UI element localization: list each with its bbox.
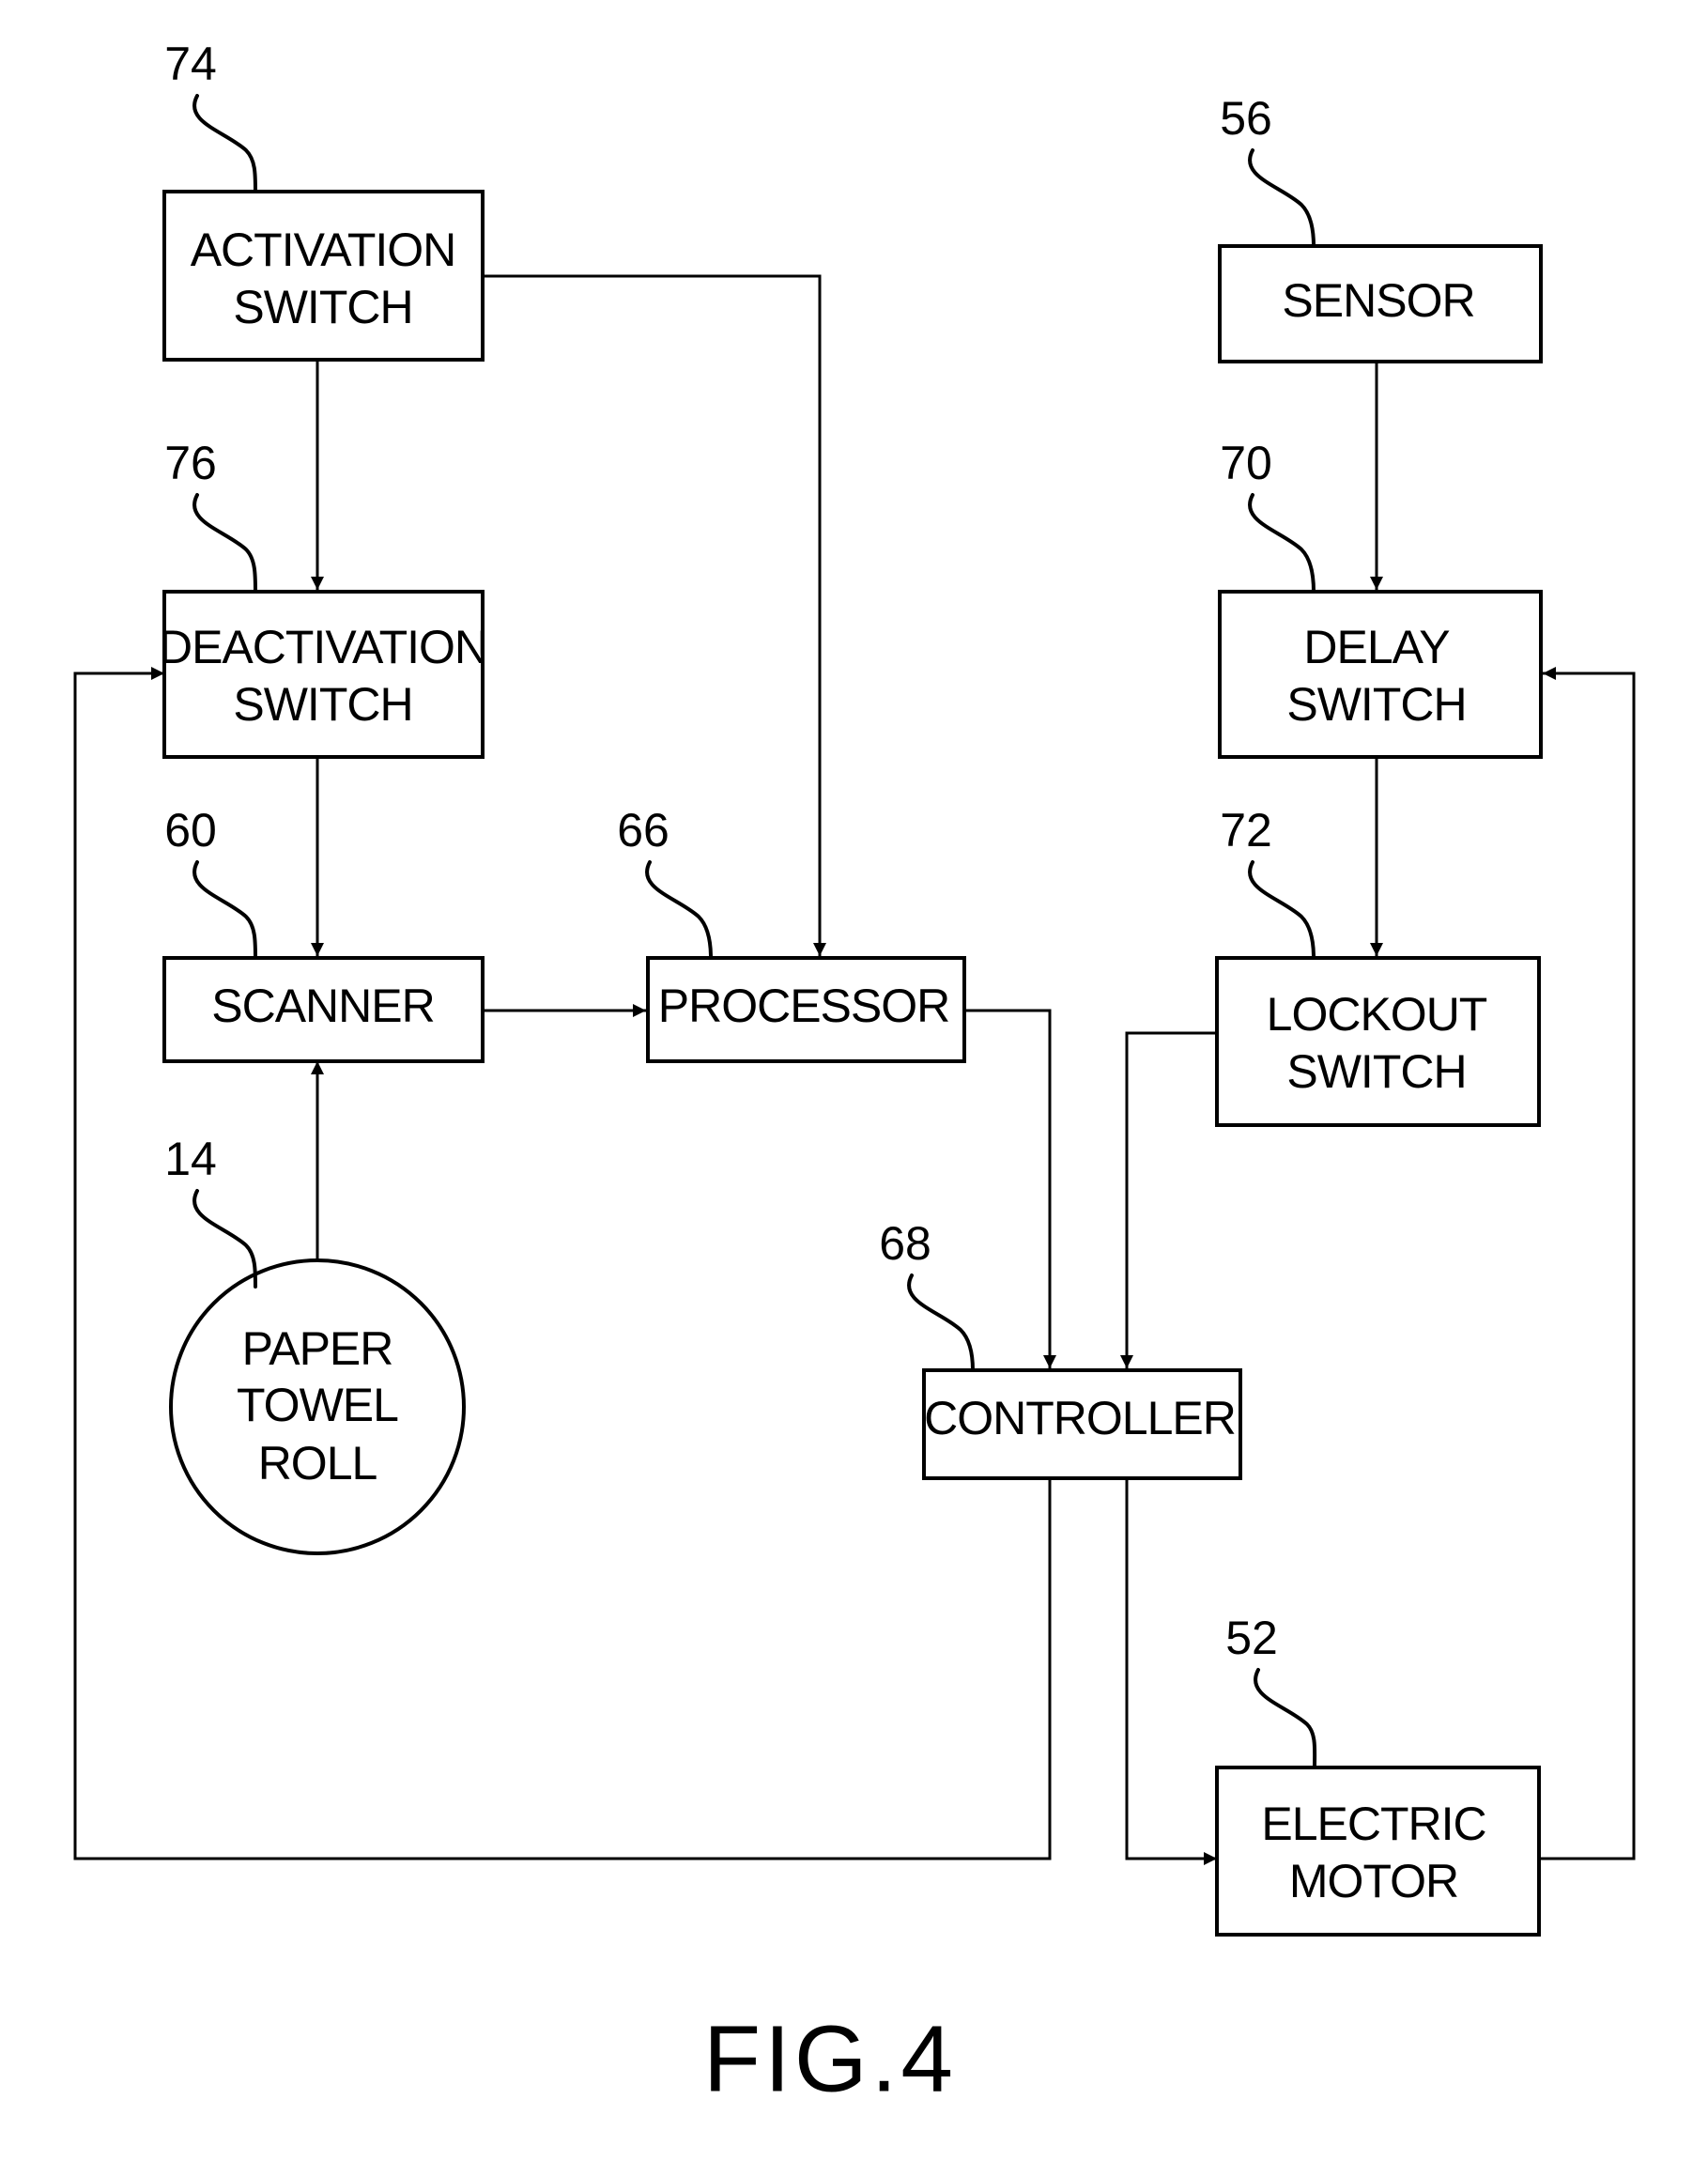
deactivation-switch-block: DEACTIVATION SWITCH bbox=[159, 592, 487, 757]
delay-switch-block: DELAY SWITCH bbox=[1220, 592, 1541, 757]
lockout-switch-label-line2: SWITCH bbox=[1286, 1045, 1466, 1098]
controller-block: CONTROLLER bbox=[924, 1370, 1240, 1478]
ref-numeral-deactivation-switch: 76 bbox=[164, 437, 217, 489]
paper-towel-roll-label-line1: PAPER bbox=[242, 1322, 393, 1375]
leader-paper-towel-roll bbox=[194, 1191, 255, 1287]
leader-sensor bbox=[1250, 150, 1314, 246]
lockout-switch-label-line1: LOCKOUT bbox=[1267, 988, 1487, 1041]
electric-motor-label-line2: MOTOR bbox=[1289, 1855, 1458, 1907]
ref-numeral-activation-switch: 74 bbox=[164, 38, 217, 90]
wire-lockout-to-controller bbox=[1127, 1033, 1217, 1368]
ref-numeral-controller: 68 bbox=[879, 1217, 931, 1270]
leader-activation-switch bbox=[194, 96, 255, 192]
wire-processor-to-controller bbox=[964, 1011, 1050, 1368]
ref-numeral-processor: 66 bbox=[617, 804, 669, 857]
sensor-block: SENSOR bbox=[1220, 246, 1541, 362]
controller-label: CONTROLLER bbox=[924, 1392, 1236, 1444]
paper-towel-roll-label-line2: TOWEL bbox=[237, 1379, 398, 1431]
figure-label: FIG.4 bbox=[703, 2006, 957, 2111]
electric-motor-block: ELECTRIC MOTOR bbox=[1217, 1767, 1539, 1935]
ref-numeral-paper-towel-roll: 14 bbox=[164, 1133, 217, 1185]
scanner-block: SCANNER bbox=[164, 958, 483, 1061]
delay-switch-label-line2: SWITCH bbox=[1286, 678, 1466, 731]
leader-processor bbox=[647, 862, 711, 958]
leader-controller bbox=[909, 1275, 973, 1370]
paper-towel-roll-label-line3: ROLL bbox=[258, 1437, 377, 1490]
activation-switch-label-line2: SWITCH bbox=[233, 281, 412, 333]
delay-switch-label-line1: DELAY bbox=[1303, 621, 1450, 673]
deactivation-switch-label-line2: SWITCH bbox=[233, 678, 412, 731]
paper-towel-roll-block: PAPER TOWEL ROLL bbox=[171, 1260, 464, 1553]
ref-numeral-electric-motor: 52 bbox=[1225, 1612, 1278, 1664]
processor-block: PROCESSOR bbox=[648, 958, 964, 1061]
ref-numeral-lockout-switch: 72 bbox=[1220, 804, 1272, 857]
ref-numeral-delay-switch: 70 bbox=[1220, 437, 1272, 489]
wire-controller-to-motor bbox=[1127, 1478, 1217, 1859]
electric-motor-label-line1: ELECTRIC bbox=[1261, 1798, 1485, 1850]
ref-numeral-scanner: 60 bbox=[164, 804, 217, 857]
activation-switch-label-line1: ACTIVATION bbox=[191, 224, 456, 276]
leader-lockout-switch bbox=[1250, 862, 1314, 958]
processor-label: PROCESSOR bbox=[658, 980, 950, 1032]
leader-electric-motor bbox=[1255, 1670, 1315, 1767]
leader-scanner bbox=[194, 862, 255, 958]
wire-motor-to-delay bbox=[1539, 673, 1634, 1859]
lockout-switch-block: LOCKOUT SWITCH bbox=[1217, 958, 1539, 1125]
ref-numeral-sensor: 56 bbox=[1220, 92, 1272, 145]
leader-delay-switch bbox=[1250, 495, 1314, 592]
sensor-label: SENSOR bbox=[1282, 274, 1474, 327]
deactivation-switch-label-line1: DEACTIVATION bbox=[159, 621, 487, 673]
scanner-label: SCANNER bbox=[211, 980, 434, 1032]
leader-deactivation-switch bbox=[194, 495, 255, 592]
activation-switch-block: ACTIVATION SWITCH bbox=[164, 192, 483, 360]
